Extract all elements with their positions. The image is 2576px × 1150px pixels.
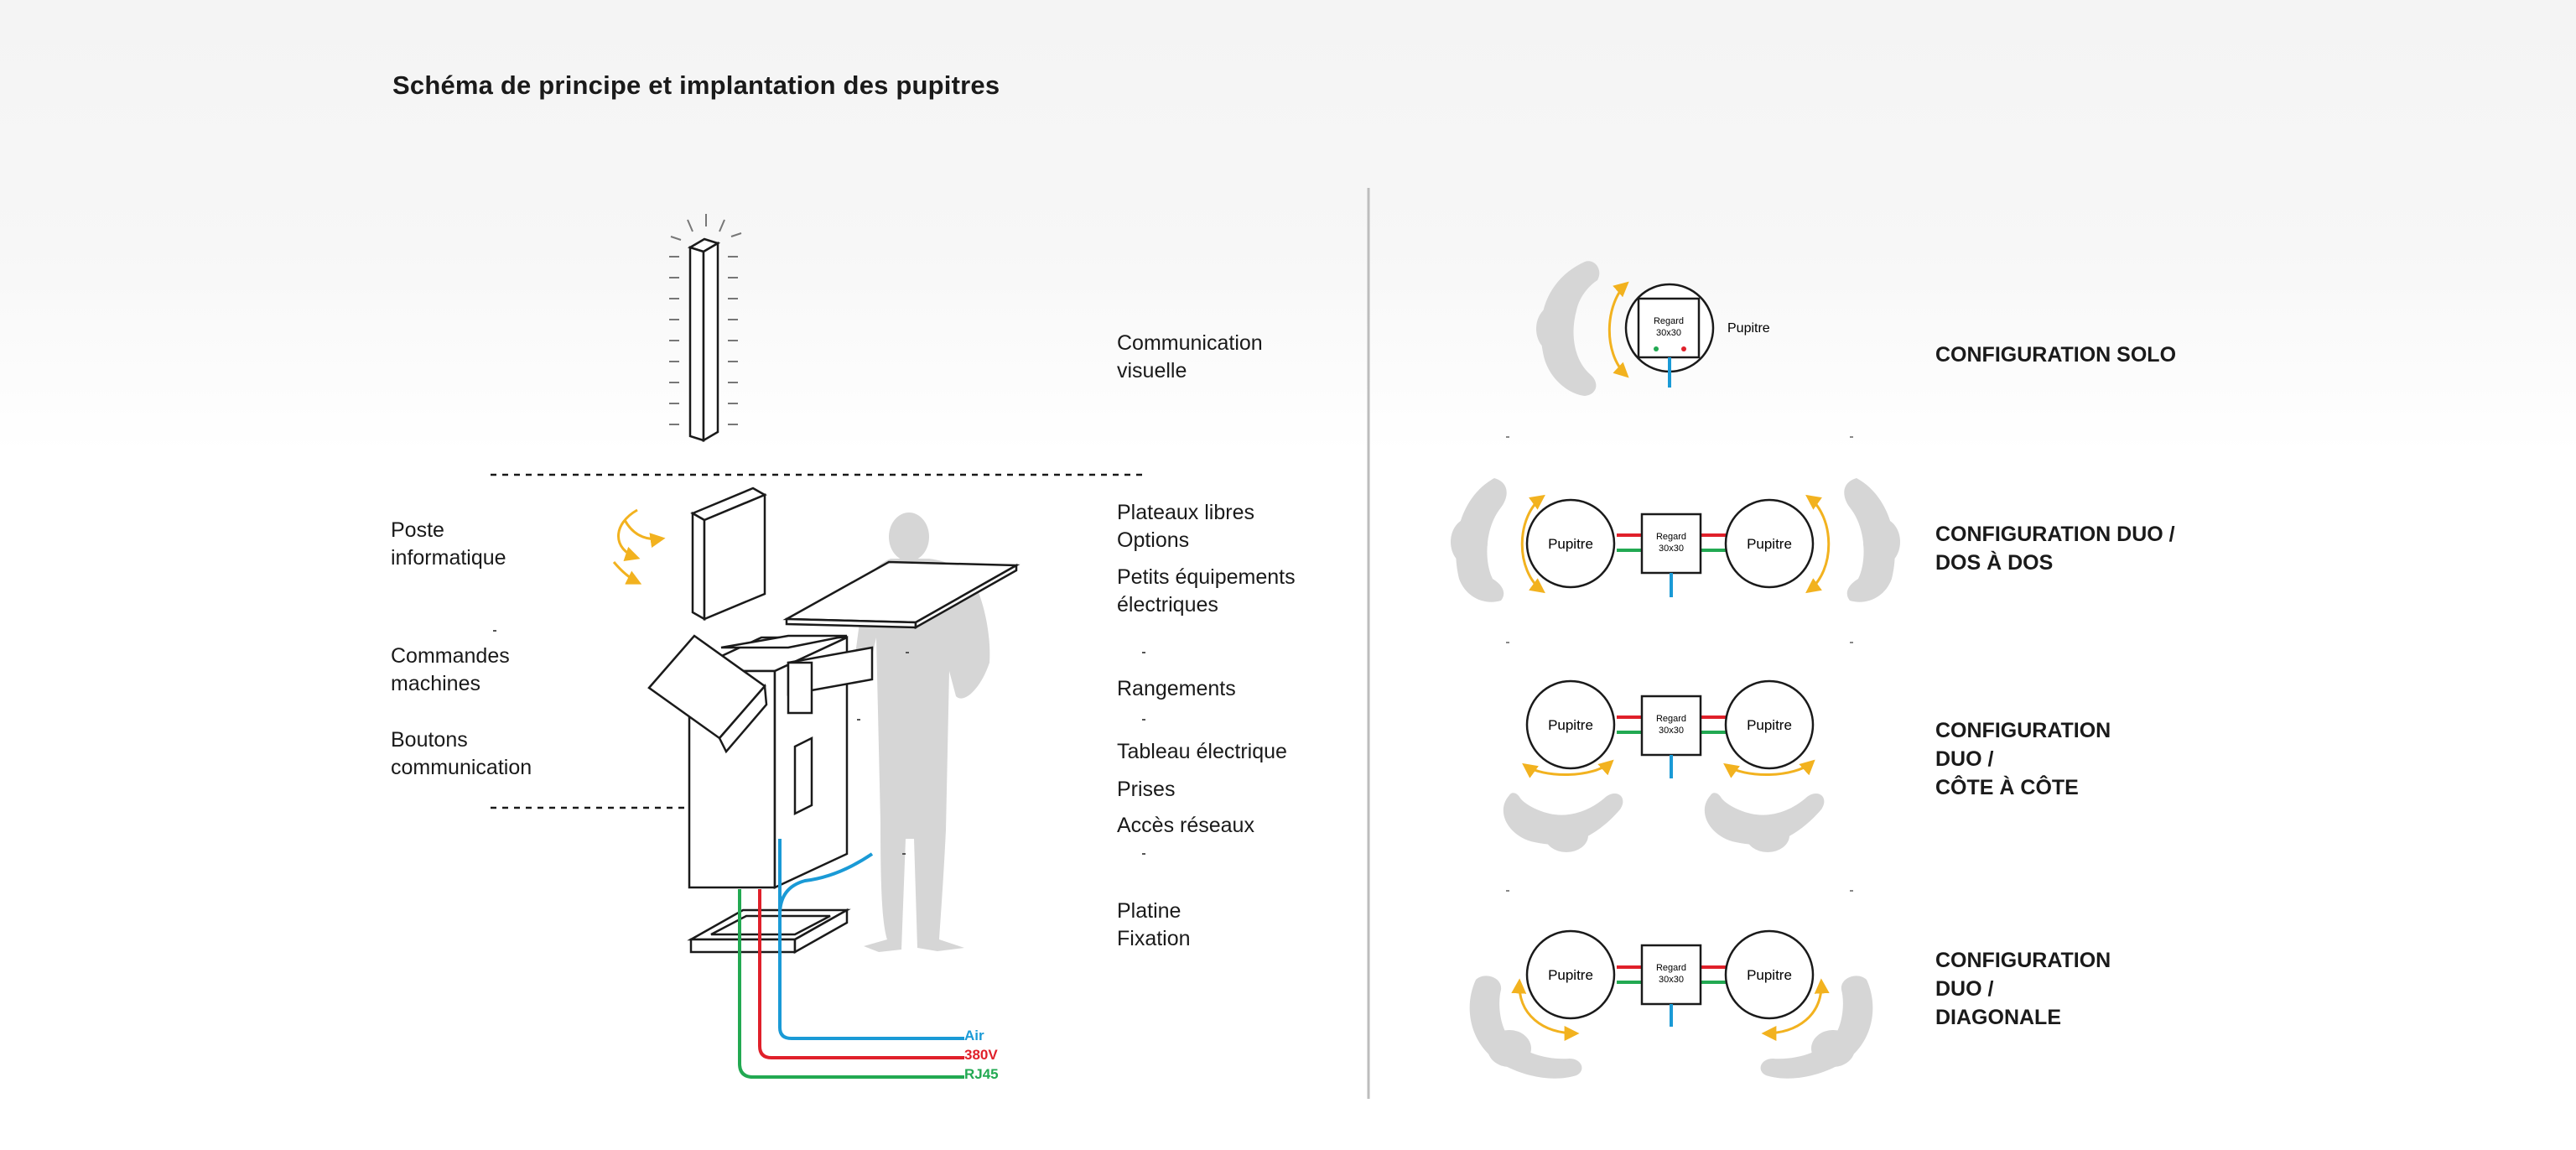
label-boutons-communication: Boutons communication <box>391 726 532 782</box>
label-line: machines <box>391 672 480 695</box>
config-dos-a-dos-diagram: Regard 30x30 Pupitre Pupitre <box>1451 478 1900 602</box>
human-silhouette <box>854 513 990 952</box>
config-line: DOS À DOS <box>1935 551 2054 575</box>
label-line: Tableau électrique <box>1117 740 1287 763</box>
label-line: Communication <box>1117 331 1263 355</box>
label-line: Boutons <box>391 728 468 752</box>
label-line: électriques <box>1117 593 1218 617</box>
label-petits-equipements: Petits équipements électriques <box>1117 564 1296 619</box>
regard-size: 30x30 <box>1659 726 1684 736</box>
cables <box>738 839 964 1079</box>
air-cable <box>778 839 964 1040</box>
config-line: DUO / <box>1935 747 1994 771</box>
page-title: Schéma de principe et implantation des p… <box>392 70 1000 100</box>
light-rays <box>669 214 742 425</box>
label-line: Commandes <box>391 644 510 668</box>
config-cote-a-cote-label: CONFIGURATION DUO / CÔTE À CÔTE <box>1935 716 2111 802</box>
pupitre-label: Pupitre <box>1548 967 1593 983</box>
cabinet <box>647 634 874 889</box>
label-line: Poste <box>391 518 444 542</box>
regard-label: Regard <box>1656 532 1686 542</box>
monitor-rotation-arrows <box>612 508 666 585</box>
config-dos-a-dos-label: CONFIGURATION DUO / DOS À DOS <box>1935 520 2175 577</box>
label-line: Fixation <box>1117 927 1191 950</box>
pupitre-label: Pupitre <box>1548 536 1593 552</box>
pupitre-label: Pupitre <box>1747 536 1792 552</box>
label-acces-reseaux: Accès réseaux <box>1117 812 1254 840</box>
label-line: Prises <box>1117 778 1176 801</box>
label-communication-visuelle: Communication visuelle <box>1117 330 1263 385</box>
regard-label: Regard <box>1656 963 1686 973</box>
label-tableau-electrique: Tableau électrique <box>1117 738 1287 766</box>
config-line: DIAGONALE <box>1935 1006 2061 1029</box>
label-rangements: Rangements <box>1117 675 1236 703</box>
label-line: Plateaux libres <box>1117 501 1254 524</box>
config-diagonale-label: CONFIGURATION DUO / DIAGONALE <box>1935 946 2111 1032</box>
power-cable <box>758 889 964 1059</box>
config-solo-label: CONFIGURATION SOLO <box>1935 341 2176 369</box>
label-line: Rangements <box>1117 677 1236 700</box>
label-line: Options <box>1117 528 1190 552</box>
config-line: CONFIGURATION SOLO <box>1935 343 2177 367</box>
rj45-cable <box>738 889 964 1079</box>
regard-size: 30x30 <box>1656 328 1681 338</box>
base-plate <box>687 908 851 955</box>
pupitre-label-solo: Pupitre <box>1727 321 1770 336</box>
cable-label-air: Air <box>964 1028 984 1043</box>
config-separators <box>1506 436 1853 892</box>
label-prises: Prises <box>1117 776 1175 804</box>
cable-label-380v: 380V <box>964 1047 998 1063</box>
label-line: Petits équipements <box>1117 565 1296 589</box>
config-line: CÔTE À CÔTE <box>1935 776 2079 799</box>
config-diagonale-diagram: Regard 30x30 Pupitre Pupitre <box>1469 929 1873 1079</box>
label-line: Accès réseaux <box>1117 814 1254 837</box>
shelf <box>782 560 1021 630</box>
pupitre-label: Pupitre <box>1548 717 1593 733</box>
label-line: visuelle <box>1117 359 1187 382</box>
config-line: CONFIGURATION <box>1935 719 2111 742</box>
label-line: communication <box>391 756 532 779</box>
config-line: CONFIGURATION DUO / <box>1935 523 2175 546</box>
label-platine-fixation: Platine Fixation <box>1117 898 1191 953</box>
config-line: CONFIGURATION <box>1935 949 2111 972</box>
config-solo-diagram: Regard 30x30 Pupitre <box>1536 261 1770 396</box>
monitor <box>690 487 767 622</box>
pupitre-label: Pupitre <box>1747 967 1792 983</box>
cable-label-rj45: RJ45 <box>964 1066 999 1082</box>
label-poste-informatique: Poste informatique <box>391 517 506 572</box>
regard-size: 30x30 <box>1659 544 1684 554</box>
label-line: Platine <box>1117 899 1182 923</box>
regard-label: Regard <box>1656 714 1686 724</box>
config-cote-a-cote-diagram: Regard 30x30 Pupitre Pupitre <box>1503 679 1825 852</box>
label-plateaux-libres: Plateaux libres Options <box>1117 499 1254 554</box>
pupitre-label: Pupitre <box>1747 717 1792 733</box>
config-line: DUO / <box>1935 977 1994 1001</box>
regard-size: 30x30 <box>1659 975 1684 985</box>
label-line: informatique <box>391 546 506 570</box>
label-commandes-machines: Commandes machines <box>391 643 510 698</box>
leader-ticks <box>493 630 1145 855</box>
regard-label: Regard <box>1654 316 1684 326</box>
signal-column <box>687 237 721 443</box>
